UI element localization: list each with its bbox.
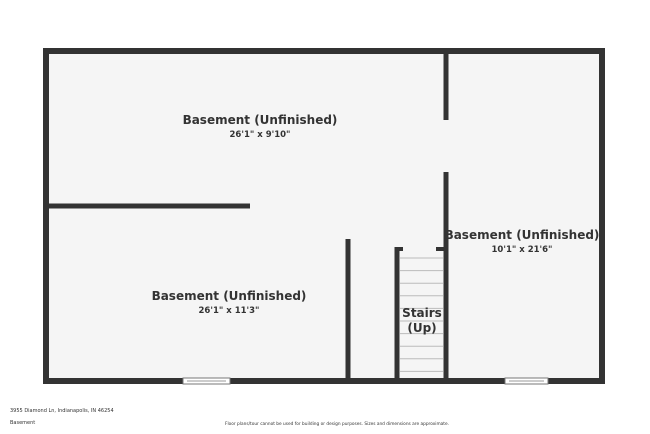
room-label: Basement (Unfinished) <box>183 113 338 127</box>
disclaimer: Floor plans/tour cannot be used for buil… <box>225 422 449 427</box>
address: 3955 Diamond Ln, Indianapolis, IN 46254 <box>10 408 114 414</box>
room-dimensions: 10'1" x 21'6" <box>492 245 553 255</box>
room-dimensions: 26'1" x 11'3" <box>199 306 260 316</box>
window <box>504 377 549 385</box>
floor-name: Basement <box>10 420 36 426</box>
stair-treads <box>400 257 443 372</box>
room-label: Basement (Unfinished) <box>152 289 307 303</box>
outer-wall <box>43 48 605 384</box>
room-label: Basement (Unfinished) <box>445 228 600 242</box>
stairs-label: Stairs <box>402 306 442 320</box>
room-dimensions: 26'1" x 9'10" <box>230 130 291 140</box>
stairs-label: (Up) <box>407 321 436 335</box>
window <box>182 377 231 385</box>
